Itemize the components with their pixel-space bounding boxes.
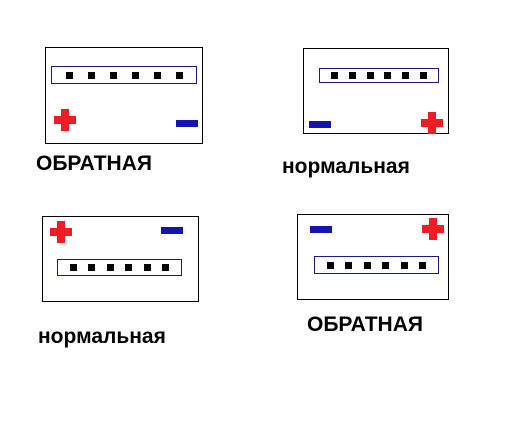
cell [162, 264, 170, 271]
cell [348, 72, 356, 79]
cell [419, 72, 427, 79]
cell [87, 71, 95, 79]
minus-terminal-icon [310, 226, 332, 233]
battery-cells [314, 256, 439, 274]
battery-label-2: нормальная [282, 155, 410, 178]
cell [153, 71, 161, 79]
cell [419, 261, 427, 269]
minus-terminal-icon [176, 120, 198, 127]
battery-cells [319, 68, 439, 83]
cell [345, 261, 353, 269]
cell [401, 72, 409, 79]
cell [65, 71, 73, 79]
cell [326, 261, 334, 269]
plus-terminal-icon [54, 109, 76, 131]
minus-terminal-icon [161, 227, 183, 234]
cell [131, 71, 139, 79]
cell [384, 72, 392, 79]
plus-terminal-icon [50, 221, 72, 243]
battery-cells [51, 66, 197, 84]
battery-diagram-2 [303, 48, 449, 134]
cell [106, 264, 114, 271]
battery-label-1: ОБРАТНАЯ [36, 152, 152, 175]
cell [382, 261, 390, 269]
cell [143, 264, 151, 271]
cell [363, 261, 371, 269]
minus-terminal-icon [309, 121, 331, 128]
battery-diagram-4 [297, 214, 449, 300]
cell [366, 72, 374, 79]
plus-terminal-icon [422, 218, 444, 240]
cell [109, 71, 117, 79]
battery-label-3: нормальная [38, 325, 166, 348]
cell [69, 264, 77, 271]
battery-cells [57, 259, 182, 276]
cell [400, 261, 408, 269]
battery-label-4: ОБРАТНАЯ [307, 313, 423, 336]
cell [88, 264, 96, 271]
battery-diagram-3 [42, 216, 199, 302]
cell [125, 264, 133, 271]
cell [331, 72, 339, 79]
cell [175, 71, 183, 79]
plus-terminal-icon [421, 112, 443, 134]
battery-diagram-1 [45, 47, 203, 144]
